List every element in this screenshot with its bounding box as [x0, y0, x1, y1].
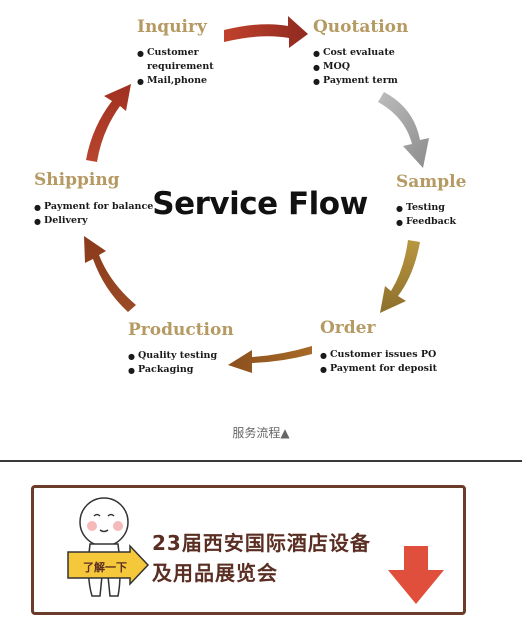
arrow-production-to-shipping — [84, 236, 136, 312]
stage-title-shipping: Shipping — [34, 170, 120, 190]
arrow-shipping-to-inquiry — [86, 84, 131, 162]
list-item: Payment for balance — [34, 200, 174, 214]
stage-items-production: Quality testing Packaging — [128, 349, 248, 377]
banner-title-line-2: 及用品展览会 — [152, 561, 278, 585]
arrow-quotation-to-sample — [378, 92, 429, 168]
list-item: Feedback — [396, 215, 506, 229]
stage-title-inquiry: Inquiry — [137, 17, 207, 37]
list-item: MOQ — [313, 60, 443, 74]
arrow-sample-to-order — [380, 240, 420, 313]
mascot-icon — [67, 497, 150, 597]
stage-items-shipping: Payment for balance Delivery — [34, 200, 174, 228]
stage-title-quotation: Quotation — [313, 17, 409, 37]
list-item: Customer issues PO — [320, 348, 490, 362]
list-item: Delivery — [34, 214, 174, 228]
down-arrow-icon — [388, 546, 444, 604]
arrow-order-to-production — [228, 346, 312, 373]
stage-items-sample: Testing Feedback — [396, 201, 506, 229]
center-title: Service Flow — [152, 186, 368, 222]
service-flow-diagram: Inquiry Customer requirement Mail,phone … — [0, 0, 522, 410]
stage-title-sample: Sample — [396, 172, 467, 192]
banner-title-line-1: 23届西安国际酒店设备 — [152, 531, 371, 555]
list-item: Packaging — [128, 363, 248, 377]
list-item: Mail,phone — [137, 74, 237, 88]
flow-arrows — [84, 16, 429, 373]
list-item: Payment for deposit — [320, 362, 490, 376]
list-item: Testing — [396, 201, 506, 215]
list-item: Customer requirement — [137, 46, 237, 74]
arrow-inquiry-to-quotation — [224, 16, 308, 48]
stage-items-quotation: Cost evaluate MOQ Payment term — [313, 46, 443, 88]
list-item: Quality testing — [128, 349, 248, 363]
image-caption: 服务流程▲ — [232, 426, 290, 440]
stage-items-inquiry: Customer requirement Mail,phone — [137, 46, 237, 88]
section-divider — [0, 460, 522, 462]
expo-banner[interactable]: 了解一下 23届西安国际酒店设备 及用品展览会 — [31, 485, 466, 615]
list-item: Payment term — [313, 74, 443, 88]
stage-title-order: Order — [320, 318, 376, 338]
banner-title: 23届西安国际酒店设备 及用品展览会 — [152, 528, 371, 588]
learn-more-tag[interactable]: 了解一下 — [83, 561, 127, 574]
stage-title-production: Production — [128, 320, 234, 340]
list-item: Cost evaluate — [313, 46, 443, 60]
stage-items-order: Customer issues PO Payment for deposit — [320, 348, 490, 376]
